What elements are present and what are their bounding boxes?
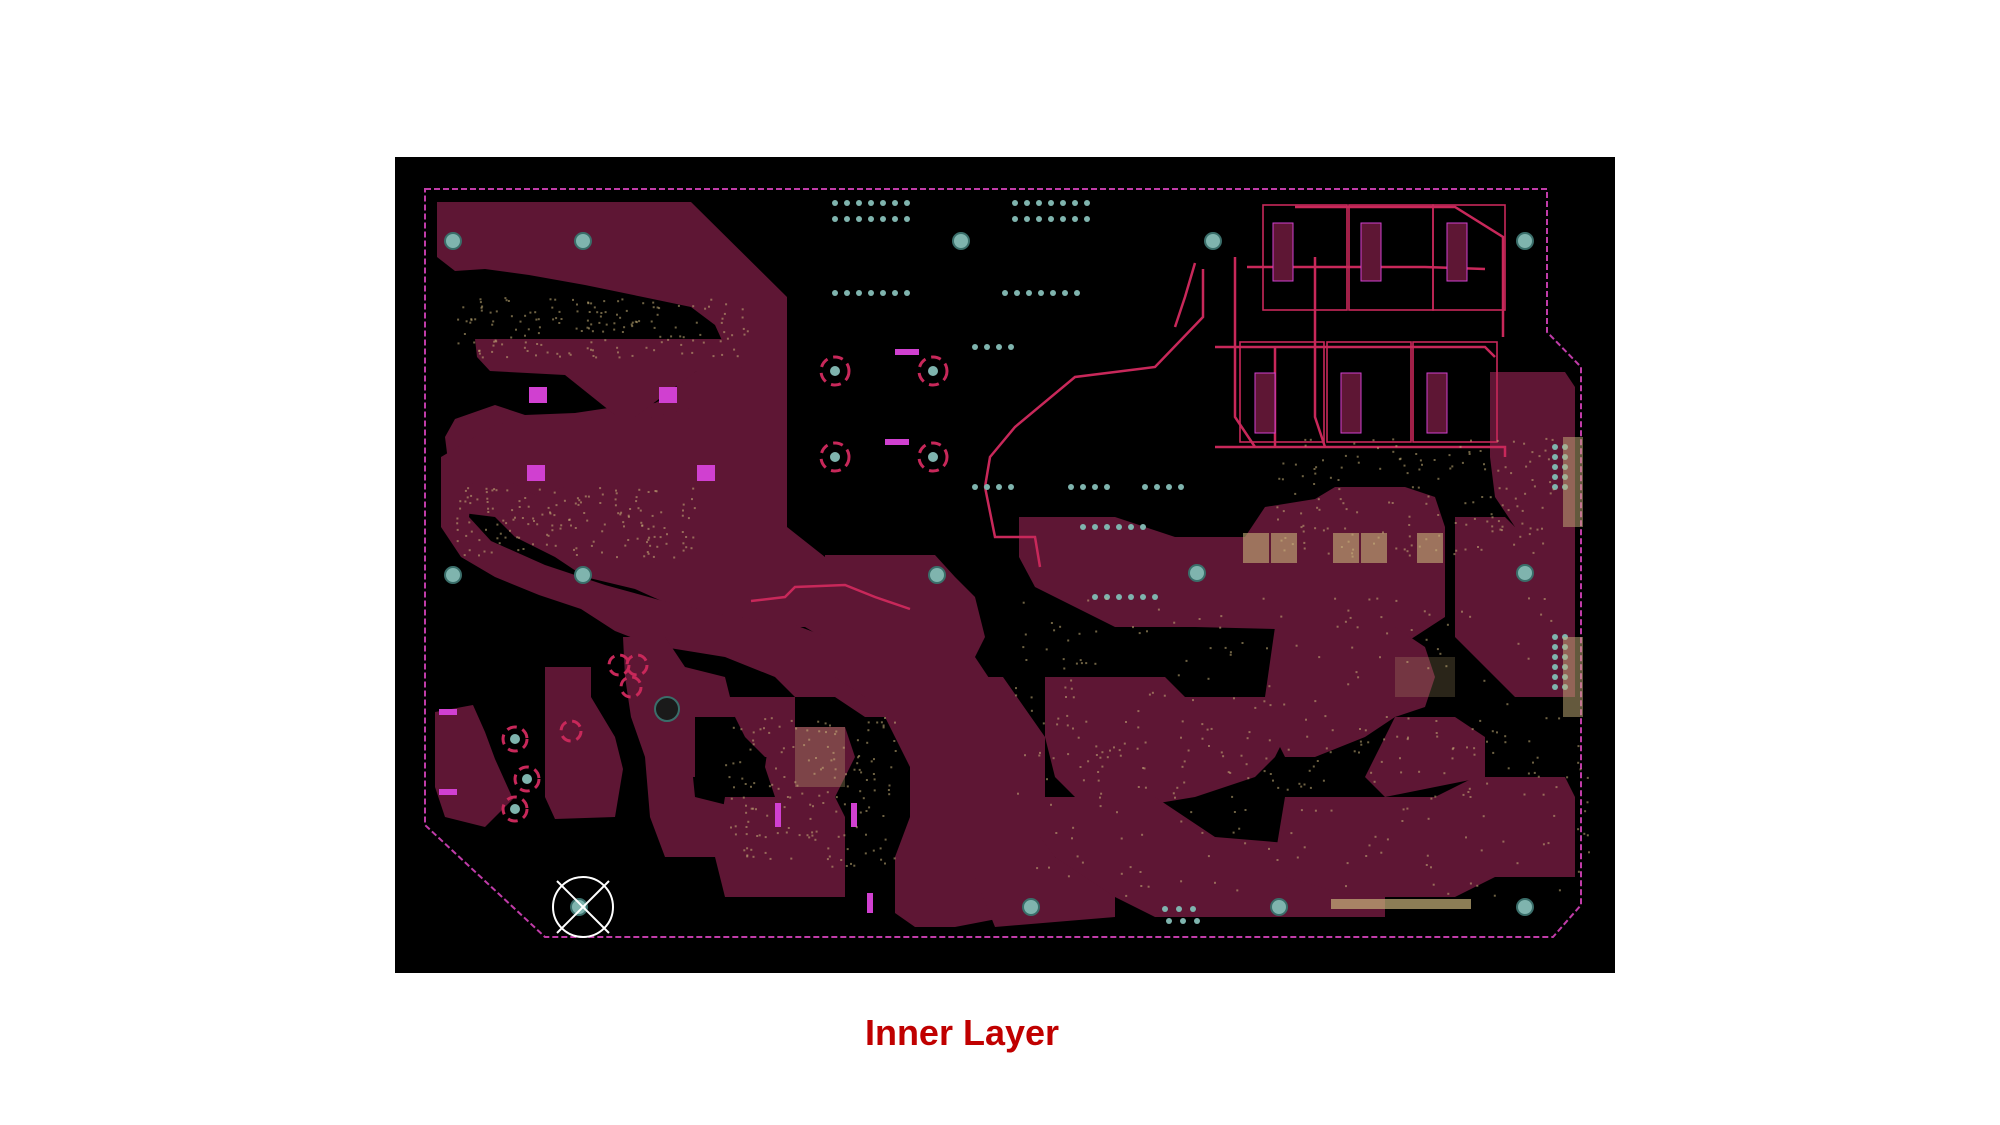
slide-caption: Inner Layer [864, 1012, 1060, 1053]
pcb-inner-layer-image [395, 157, 1615, 973]
via-grid [832, 200, 1568, 924]
crosshair-circle-icon [552, 876, 614, 938]
pcb-layout-drawing [424, 188, 1590, 938]
board-outline [424, 188, 1582, 938]
component-blocks [439, 222, 1468, 913]
silkscreen-marks [456, 297, 1590, 897]
component-frames [1239, 204, 1506, 443]
mounting-holes [444, 232, 1534, 916]
mounting-hole-icon [444, 232, 1534, 916]
connector-strips [1331, 437, 1583, 909]
